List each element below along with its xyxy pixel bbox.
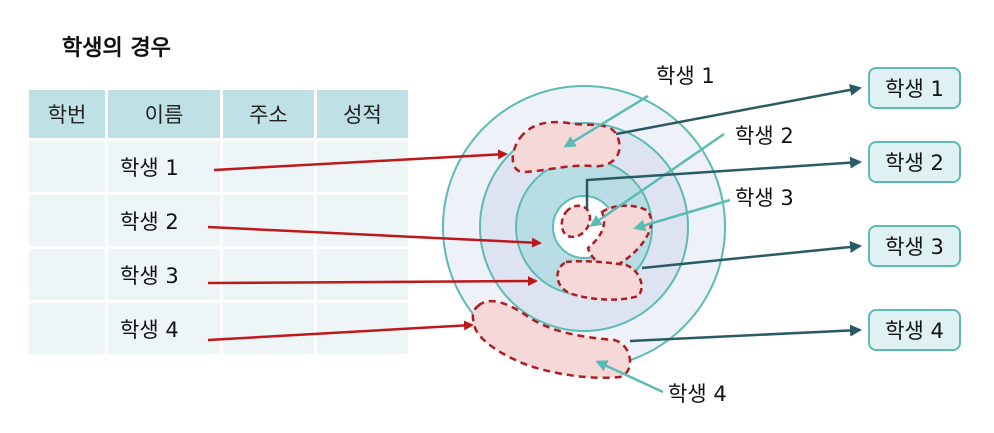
label4-arrow — [595, 360, 664, 394]
student-4-region — [471, 300, 632, 380]
diagram-label-student-4: 학생 4 — [668, 382, 727, 406]
student-3-box: 학생 3 — [868, 225, 961, 267]
cell-name: 학생 2 — [108, 195, 220, 246]
table-row: 학생 1 — [29, 141, 408, 192]
cell-address — [223, 249, 314, 300]
region3-to-box-arrow — [641, 241, 862, 270]
label2-arrow — [589, 132, 725, 227]
student-3-region-b — [556, 259, 643, 301]
header-student-id: 학번 — [29, 90, 105, 138]
row4-to-region-arrow — [207, 320, 474, 342]
cell-name: 학생 4 — [108, 303, 220, 354]
page-title: 학생의 경우 — [62, 36, 171, 61]
cell-grade — [317, 195, 408, 246]
region4-to-box-arrow — [629, 324, 862, 343]
cell-name: 학생 1 — [108, 141, 220, 192]
student-4-box: 학생 4 — [868, 309, 961, 351]
student-2-region-a — [560, 204, 592, 239]
cell-grade — [317, 141, 408, 192]
header-grade: 성적 — [317, 90, 408, 138]
row3-to-region-arrow — [207, 276, 538, 287]
cell-student-id — [29, 195, 105, 246]
row2-to-region-arrow — [207, 225, 542, 248]
table-header-row: 학번 이름 주소 성적 — [29, 90, 408, 138]
table-row: 학생 4 — [29, 303, 408, 354]
student-1-box: 학생 1 — [868, 67, 961, 109]
label1-arrow — [563, 94, 649, 148]
region2-to-box-arrow — [585, 156, 862, 209]
student-2-box: 학생 2 — [868, 141, 961, 183]
diagram-label-student-3: 학생 3 — [735, 186, 794, 210]
table-row: 학생 2 — [29, 195, 408, 246]
cell-grade — [317, 249, 408, 300]
header-address: 주소 — [223, 90, 314, 138]
diagram-label-student-2: 학생 2 — [735, 124, 794, 148]
student-1-region — [511, 120, 621, 174]
label3-arrow — [633, 198, 731, 232]
cell-student-id — [29, 141, 105, 192]
student-table: 학번 이름 주소 성적 학생 1 학생 2 학생 3 학생 4 — [26, 87, 411, 357]
diagram-label-student-1: 학생 1 — [656, 64, 715, 88]
table-row: 학생 3 — [29, 249, 408, 300]
cell-student-id — [29, 249, 105, 300]
cell-student-id — [29, 303, 105, 354]
cell-address — [223, 303, 314, 354]
cell-address — [223, 195, 314, 246]
header-name: 이름 — [108, 90, 220, 138]
region1-to-box-arrow — [615, 83, 862, 136]
row1-to-region-arrow — [213, 149, 508, 172]
cell-name: 학생 3 — [108, 249, 220, 300]
